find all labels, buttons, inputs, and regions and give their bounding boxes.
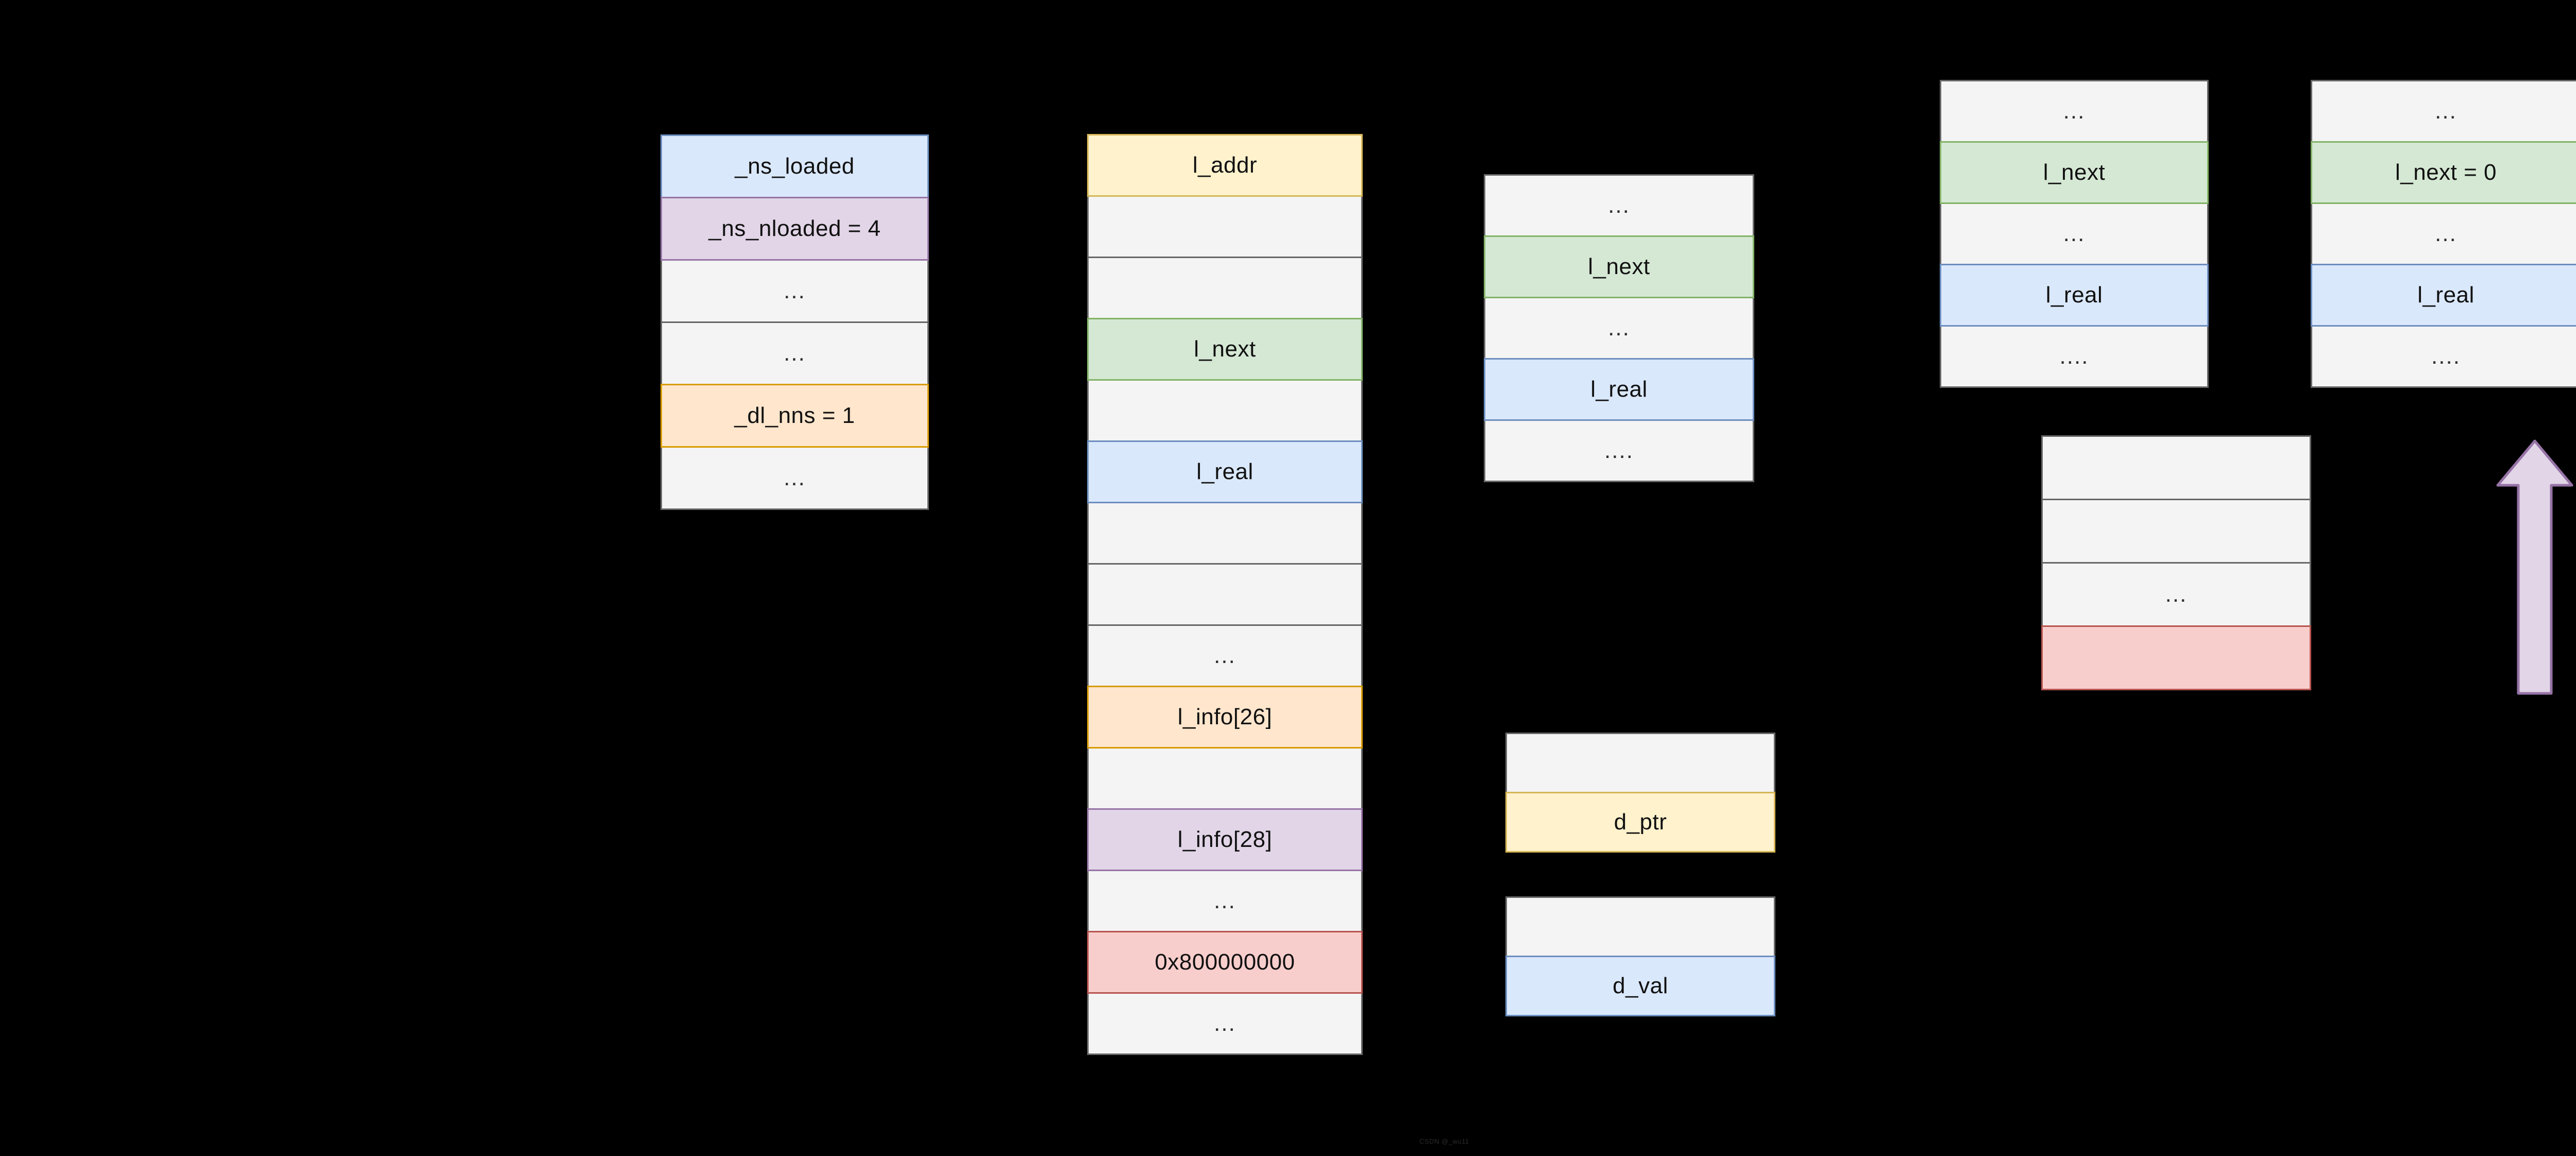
overwrite-target-table: ...: [2041, 435, 2311, 690]
table-row: [2041, 499, 2311, 564]
table-row: l_real: [2311, 264, 2576, 327]
table-row: ....: [1484, 419, 1754, 482]
row-label: ....: [1604, 438, 1634, 463]
table-row: l_info[28]: [1087, 808, 1363, 871]
table-row: l_next = 0: [2311, 141, 2576, 204]
table-row: ...: [660, 446, 929, 510]
table-row: ....: [1940, 325, 2209, 388]
table-row: [2041, 625, 2311, 690]
row-label: _dl_nns = 1: [734, 403, 855, 428]
table-row: ...: [2311, 80, 2576, 143]
row-label: l_next = 0: [2395, 160, 2497, 185]
table-row: ...: [2311, 202, 2576, 265]
row-label: ...: [1608, 193, 1630, 218]
table-row: [1505, 896, 1775, 957]
dynamic-entry-val-table: d_val: [1505, 896, 1775, 1016]
row-label: ....: [2059, 344, 2089, 369]
row-label: _ns_loaded: [735, 154, 855, 179]
table-row: ...: [1484, 174, 1754, 237]
table-row: l_next: [1940, 141, 2209, 204]
table-row: [1087, 502, 1363, 565]
row-label: ...: [2435, 98, 2457, 124]
link-map-struct-table: l_addr l_next l_real... l_info[26] l_info[28…: [1087, 134, 1363, 1055]
table-row: ...: [1087, 624, 1363, 687]
table-row: l_real: [1940, 264, 2209, 327]
row-label: 0x800000000: [1155, 949, 1295, 975]
row-label: l_info[26]: [1177, 704, 1273, 729]
row-label: l_next: [1588, 254, 1650, 279]
table-row: _ns_nloaded = 4: [660, 197, 929, 261]
row-label: ...: [2063, 98, 2086, 124]
table-row: d_val: [1505, 956, 1775, 1016]
row-label: l_info[28]: [1177, 827, 1273, 852]
table-row: l_real: [1087, 440, 1363, 503]
row-label: ...: [1214, 888, 1236, 913]
row-label: _ns_nloaded = 4: [708, 216, 881, 241]
last-link-map-table: ... l_next = 0... l_real....: [2311, 80, 2576, 388]
table-row: l_info[26]: [1087, 686, 1363, 749]
row-label: ...: [784, 278, 806, 303]
row-label: d_ptr: [1614, 809, 1667, 835]
table-row: l_real: [1484, 358, 1754, 421]
table-row: l_next: [1087, 318, 1363, 381]
row-label: ...: [784, 341, 806, 366]
table-row: [1505, 733, 1775, 793]
table-row: l_next: [1484, 235, 1754, 298]
row-label: ...: [2165, 582, 2188, 607]
table-row: ...: [1484, 297, 1754, 360]
table-row: ....: [2311, 325, 2576, 388]
table-row: ...: [660, 259, 929, 323]
second-link-map-table: ... l_next... l_real....: [1484, 174, 1754, 482]
table-row: [1087, 747, 1363, 810]
row-label: ...: [784, 465, 806, 490]
table-row: _ns_loaded: [660, 134, 929, 198]
table-row: ...: [660, 321, 929, 385]
row-label: ...: [1214, 643, 1236, 668]
namespace-struct-table: _ns_loaded _ns_nloaded = 4...... _dl_nns =…: [660, 134, 929, 510]
row-label: l_real: [1196, 459, 1253, 484]
table-row: 0x800000000: [1087, 931, 1363, 994]
row-label: l_real: [2417, 282, 2475, 308]
row-label: l_next: [1194, 336, 1256, 362]
table-row: d_ptr: [1505, 792, 1775, 853]
row-label: l_next: [2043, 160, 2106, 185]
table-row: ...: [1087, 870, 1363, 932]
row-label: ...: [1214, 1011, 1236, 1036]
watermark-label: CSDN @_wu11: [1419, 1137, 1469, 1145]
table-row: [1087, 563, 1363, 626]
table-row: _dl_nns = 1: [660, 384, 929, 448]
third-link-map-table: ... l_next... l_real....: [1940, 80, 2209, 388]
dynamic-entry-ptr-table: d_ptr: [1505, 733, 1775, 853]
table-row: ...: [1087, 992, 1363, 1055]
table-row: [1087, 195, 1363, 258]
row-label: l_real: [1590, 377, 1648, 402]
row-label: l_addr: [1192, 152, 1258, 178]
table-row: [2041, 435, 2311, 500]
row-label: ...: [2435, 221, 2457, 246]
table-row: ...: [2041, 562, 2311, 627]
table-row: [1087, 379, 1363, 442]
row-label: ...: [1608, 315, 1630, 341]
row-label: ....: [2431, 344, 2461, 369]
table-row: l_addr: [1087, 134, 1363, 197]
row-label: l_real: [2045, 282, 2103, 308]
table-row: [1087, 257, 1363, 319]
row-label: d_val: [1613, 973, 1668, 998]
table-row: ...: [1940, 80, 2209, 143]
table-row: ...: [1940, 202, 2209, 265]
row-label: ...: [2063, 221, 2086, 246]
upward-arrow: [2494, 438, 2576, 695]
